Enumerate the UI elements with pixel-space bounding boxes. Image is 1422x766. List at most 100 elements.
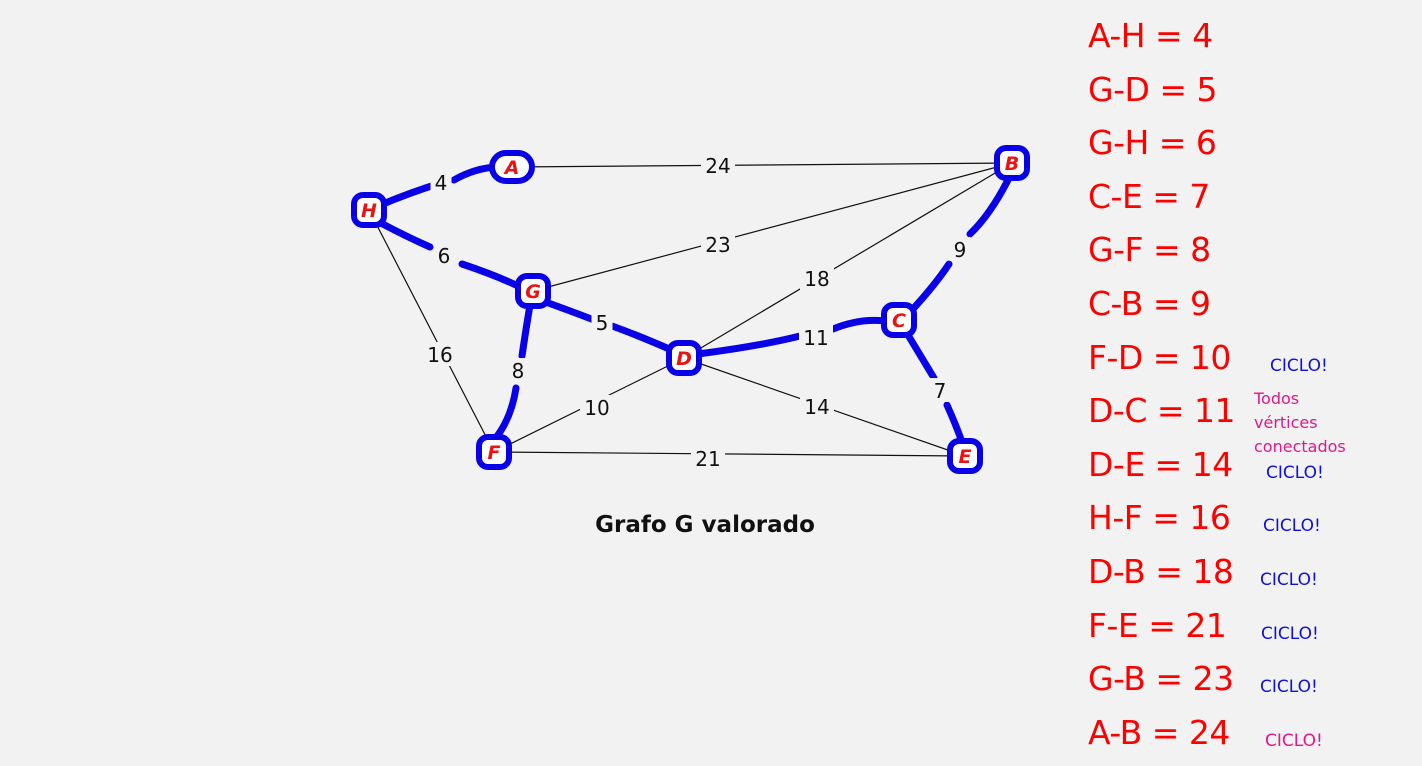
tree-edge-d-c	[694, 316, 889, 358]
node-ring	[947, 438, 983, 474]
edge-list-item: C-E = 7	[1088, 173, 1418, 227]
weight-label-bg	[701, 232, 735, 256]
graph-caption: Grafo G valorado	[595, 512, 815, 538]
graph-nodes: A B C D E F G H	[351, 145, 1030, 474]
node-ring	[994, 145, 1030, 181]
weight-label-f-d: 10	[584, 396, 609, 420]
edge-d-b	[683, 162, 1013, 359]
node-ring	[489, 150, 535, 184]
edge-list-text: C-E = 7	[1088, 176, 1210, 216]
edge-list-item: G-F = 8	[1088, 226, 1418, 280]
cycle-note: CICLO!	[1261, 623, 1319, 644]
weight-label-g-d: 5	[596, 311, 609, 335]
weight-label-bg	[929, 378, 951, 402]
node-label: D	[676, 348, 692, 370]
node-h: H	[351, 192, 387, 228]
edge-list-item: G-H = 6	[1088, 119, 1418, 173]
weight-label-bg	[433, 243, 455, 267]
edge-f-e	[493, 451, 966, 457]
node-label: F	[488, 442, 501, 464]
node-d: D	[666, 340, 702, 376]
edge-list-item: H-F = 16 CICLO!	[1088, 494, 1418, 548]
weight-label-d-b: 18	[804, 267, 829, 291]
edge-list-text: G-D = 5	[1088, 69, 1218, 109]
edge-list-item: C-B = 9	[1088, 280, 1418, 334]
node-ring	[881, 302, 917, 338]
edge-g-b	[532, 162, 1013, 292]
weight-label-d-c: 11	[803, 326, 828, 350]
edge-list-text: F-E = 21	[1088, 605, 1227, 645]
node-label: E	[959, 446, 972, 468]
node-e: E	[947, 438, 983, 474]
weight-label-bg	[423, 342, 457, 366]
weight-label-a-b: 24	[705, 154, 730, 178]
edge-list-item: D-C = 11 Todos vértices conectados	[1088, 387, 1418, 456]
edge-list-item: A-B = 24 CICLO!	[1088, 709, 1418, 763]
weight-label-c-b: 9	[954, 238, 967, 262]
node-f: F	[476, 434, 512, 470]
edge-list-item: F-E = 21 CICLO!	[1088, 602, 1418, 656]
weight-label-bg	[799, 325, 833, 349]
cycle-note: CICLO!	[1265, 730, 1323, 751]
edge-h-f	[368, 209, 495, 453]
node-b: B	[994, 145, 1030, 181]
edge-list-text: G-B = 23	[1088, 659, 1234, 699]
node-ring	[351, 192, 387, 228]
weight-label-d-e: 14	[804, 395, 829, 419]
weight-label-a-h: 4	[435, 171, 448, 195]
edge-list-text: D-B = 18	[1088, 551, 1234, 591]
tree-edge-c-b	[908, 176, 1012, 314]
edge-list-item: G-B = 23 CICLO!	[1088, 655, 1418, 709]
weight-label-bg	[430, 170, 452, 194]
weight-label-g-h: 6	[438, 244, 451, 268]
node-c: C	[881, 302, 917, 338]
node-a: A	[489, 150, 535, 184]
node-label: A	[503, 157, 520, 179]
weight-label-g-b: 23	[705, 233, 730, 257]
weight-label-bg	[800, 266, 834, 290]
node-ring	[666, 340, 702, 376]
cycle-note: CICLO!	[1260, 677, 1318, 698]
edge-list-text: F-D = 10	[1088, 337, 1231, 377]
edge-list-text: H-F = 16	[1088, 498, 1231, 538]
weight-label-h-f: 16	[427, 343, 452, 367]
weight-label-bg	[701, 153, 735, 177]
edge-list-text: G-F = 8	[1088, 230, 1211, 270]
node-label: C	[892, 310, 906, 332]
edge-list-text: A-H = 4	[1088, 16, 1213, 55]
sorted-edge-list: A-H = 4 G-D = 5 G-H = 6 C-E = 7 G-F = 8 C-B =…	[1088, 12, 1418, 762]
weight-label-bg	[591, 310, 613, 334]
edge-list-item: A-H = 4	[1088, 12, 1418, 66]
weight-label-c-e: 7	[934, 379, 947, 403]
weight-label-bg	[691, 446, 725, 470]
all-connected-note: Todos vértices conectados	[1254, 389, 1346, 457]
weight-label-bg	[800, 394, 834, 418]
edge-list-text: D-E = 14	[1088, 444, 1233, 484]
edge-list-item: D-B = 18 CICLO!	[1088, 548, 1418, 602]
edge-list-text: G-H = 6	[1088, 123, 1217, 163]
edge-list-text: C-B = 9	[1088, 283, 1211, 323]
cycle-note: CICLO!	[1260, 569, 1318, 590]
cycle-note: CICLO!	[1270, 355, 1328, 376]
node-label: B	[1005, 153, 1019, 175]
weight-label-bg	[580, 395, 614, 419]
weight-label-bg	[949, 237, 971, 261]
edge-list-item: F-D = 10 CICLO!	[1088, 334, 1418, 388]
node-g: G	[515, 273, 551, 309]
node-label: H	[361, 200, 377, 222]
edge-list-text: A-B = 24	[1088, 712, 1230, 752]
edge-list-item: D-E = 14 CICLO!	[1088, 441, 1418, 495]
node-ring	[515, 273, 551, 309]
cycle-note: CICLO!	[1266, 462, 1324, 483]
node-label: G	[525, 281, 541, 303]
edge-a-b	[511, 162, 1013, 168]
edge-list-text: D-C = 11	[1088, 391, 1235, 431]
node-ring	[476, 434, 512, 470]
weight-label-bg	[507, 358, 529, 382]
edge-list-item: G-D = 5	[1088, 66, 1418, 120]
graph-edges	[368, 162, 1013, 457]
cycle-note: CICLO!	[1263, 516, 1321, 537]
weight-label-f-e: 21	[695, 447, 720, 471]
